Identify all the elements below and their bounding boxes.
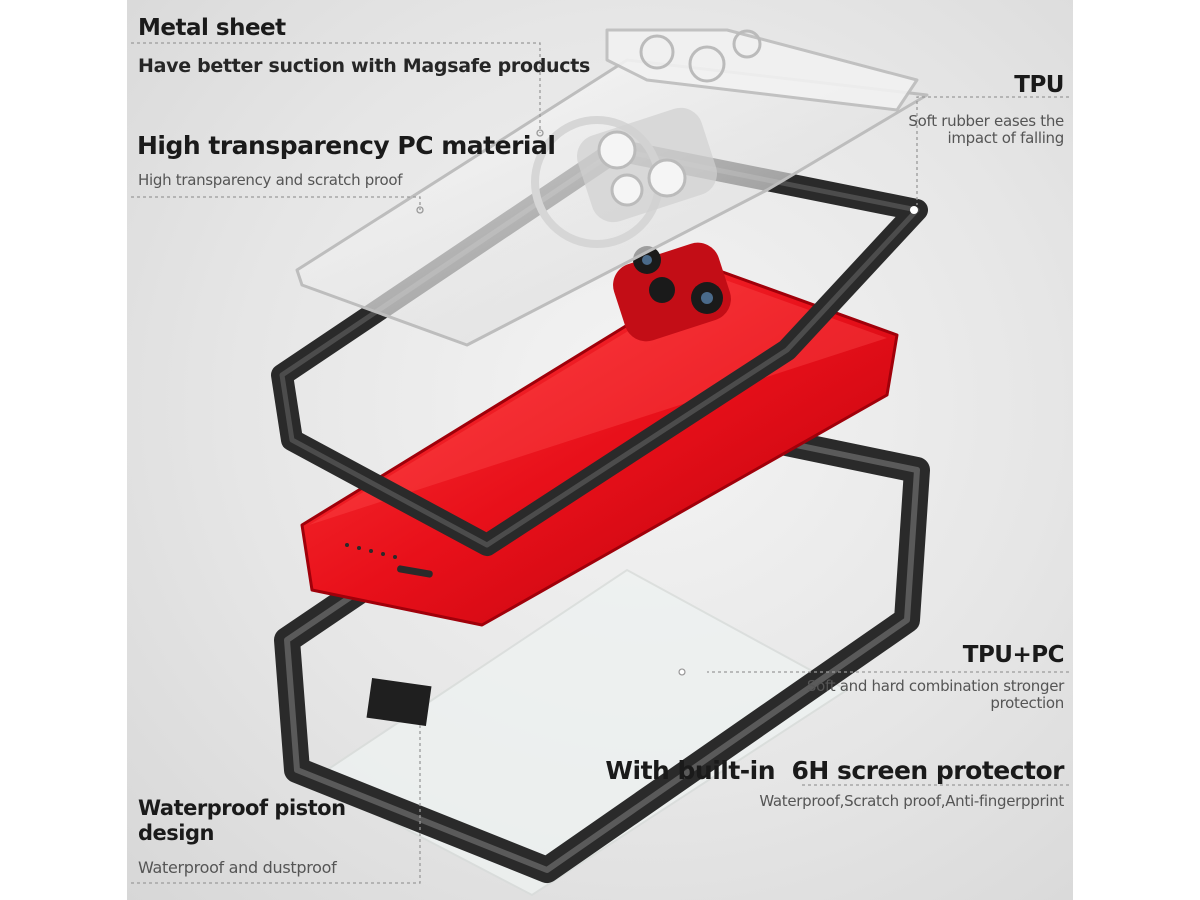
pc-material-description: High transparency and scratch proof: [138, 171, 403, 189]
screen-protector-title: With built-in 6H screen protector: [605, 756, 1064, 785]
tpu-pc-description: Soft and hard combination stronger prote…: [806, 677, 1064, 712]
pc-material-title: High transparency PC material: [137, 131, 556, 160]
tpu-description: Soft rubber eases the impact of falling: [908, 112, 1064, 147]
tpu-title: TPU: [1014, 72, 1064, 98]
tpu-pc-title: TPU+PC: [962, 642, 1065, 668]
clear-pc-back-cover-icon: [295, 58, 929, 347]
metal-sheet-description: Have better suction with Magsafe product…: [138, 55, 591, 77]
metal-sheet-plate-icon: [605, 28, 919, 112]
screen-protector-description: Waterproof,Scratch proof,Anti-fingerppri…: [759, 792, 1064, 810]
piston-description: Waterproof and dustproof: [138, 858, 337, 877]
product-image: Metal sheet Have better suction with Mag…: [127, 0, 1073, 900]
metal-sheet-title: Metal sheet: [138, 15, 286, 41]
callout-lines: [131, 42, 1069, 884]
piston-title: Waterproof piston design: [138, 796, 346, 845]
screen-protector-glass: [310, 568, 849, 897]
exploded-case-illustration: [131, 28, 1069, 897]
